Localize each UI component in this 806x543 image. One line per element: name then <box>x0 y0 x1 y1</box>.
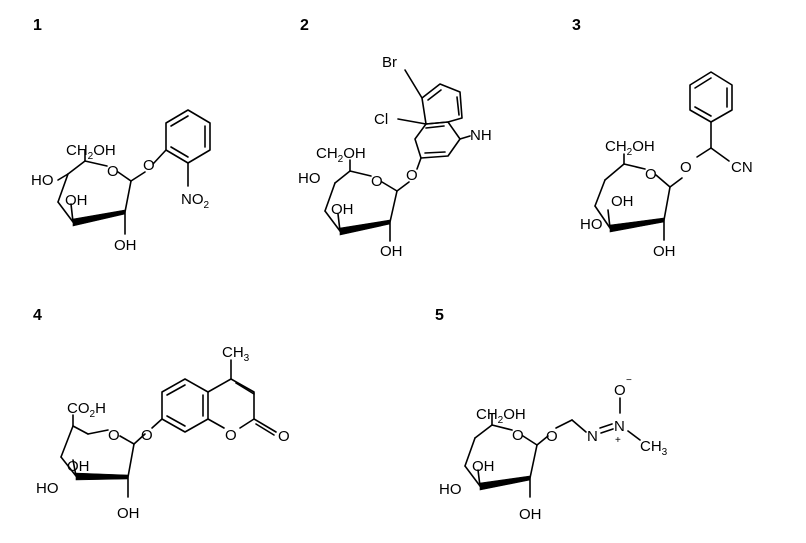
compound-number-4: 4 <box>33 307 42 324</box>
methyl-label-5: CH3 <box>640 438 668 458</box>
ch2oh-label-1: CH2OH <box>66 142 116 162</box>
lactone-oxygen-label-4: O <box>225 427 237 444</box>
oh-mid-label-5: OH <box>472 458 495 475</box>
ho-label-1: HO <box>31 172 54 189</box>
positive-charge-label-5: + <box>615 435 621 446</box>
oh-mid-label-1: OH <box>65 192 88 209</box>
oh-mid-label-4: OH <box>67 458 90 475</box>
compound-number-3: 3 <box>572 17 581 34</box>
azo-nitrogen-left-label-5: N <box>587 428 598 445</box>
chloro-label-2: Cl <box>374 111 388 128</box>
compound-5: 5 CH2OH O HO OH OH O N N <box>435 307 668 523</box>
oh-bottom-label-3: OH <box>653 243 676 260</box>
compound-4: 4 CO2H O HO <box>33 307 290 522</box>
co2h-label-4: CO2H <box>67 400 106 420</box>
ho-label-3: HO <box>580 216 603 233</box>
ring-oxygen-label-1: O <box>107 163 119 180</box>
ho-label-4: HO <box>36 480 59 497</box>
compound-1: 1 CH2OH O HO OH OH O NO <box>31 17 211 254</box>
glycosidic-oxygen-label-1: O <box>143 157 155 174</box>
nitrile-label-3: CN <box>731 159 753 176</box>
nitro-label-1: NO2 <box>181 191 210 211</box>
glycosidic-oxygen-label-3: O <box>680 159 692 176</box>
indole-nh-label-2: NH <box>470 127 492 144</box>
oh-bottom-label-5: OH <box>519 506 542 523</box>
ring-oxygen-label-4: O <box>108 427 120 444</box>
oh-bottom-label-1: OH <box>114 237 137 254</box>
coumarin-ring-4 <box>151 359 277 436</box>
ho-label-2: HO <box>298 170 321 187</box>
compound-3: 3 CH2OH O HO OH OH O CN <box>572 17 753 260</box>
oh-bottom-label-2: OH <box>380 243 403 260</box>
sugar-ring-3 <box>594 153 683 241</box>
ho-label-5: HO <box>439 481 462 498</box>
glycosidic-oxygen-label-2: O <box>406 167 418 184</box>
ring-oxygen-label-5: O <box>512 427 524 444</box>
carbonyl-oxygen-label-4: O <box>278 428 290 445</box>
ch2oh-label-2: CH2OH <box>316 145 366 165</box>
ch2oh-label-5: CH2OH <box>476 406 526 426</box>
sugar-ring-4 <box>60 414 146 498</box>
bromo-label-2: Br <box>382 54 397 71</box>
indole-ring-2 <box>397 69 471 170</box>
phenyl-ring-3 <box>689 71 733 162</box>
oh-mid-label-2: OH <box>331 201 354 218</box>
glycosidic-oxygen-label-4: O <box>141 427 153 444</box>
oh-bottom-label-4: OH <box>117 505 140 522</box>
compound-number-2: 2 <box>300 17 309 34</box>
compound-number-1: 1 <box>33 17 42 34</box>
negative-charge-label-5: − <box>626 375 632 386</box>
sugar-ring-5 <box>464 413 549 498</box>
sugar-ring-1 <box>57 149 167 235</box>
ring-oxygen-label-2: O <box>371 173 383 190</box>
compound-2: 2 CH2OH O HO O <box>298 17 492 260</box>
oh-mid-label-3: OH <box>611 193 634 210</box>
methyl-label-4: CH3 <box>222 344 250 364</box>
compound-number-5: 5 <box>435 307 444 324</box>
nitrophenyl-ring-1 <box>165 109 211 187</box>
azo-nitrogen-right-label-5: N <box>614 418 625 435</box>
sugar-ring-2 <box>324 159 410 242</box>
ring-oxygen-label-3: O <box>645 166 657 183</box>
n-oxide-oxygen-label-5: O <box>614 382 626 399</box>
ch2oh-label-3: CH2OH <box>605 138 655 158</box>
azoxy-chain-5 <box>555 397 641 441</box>
glycosidic-oxygen-label-5: O <box>546 428 558 445</box>
